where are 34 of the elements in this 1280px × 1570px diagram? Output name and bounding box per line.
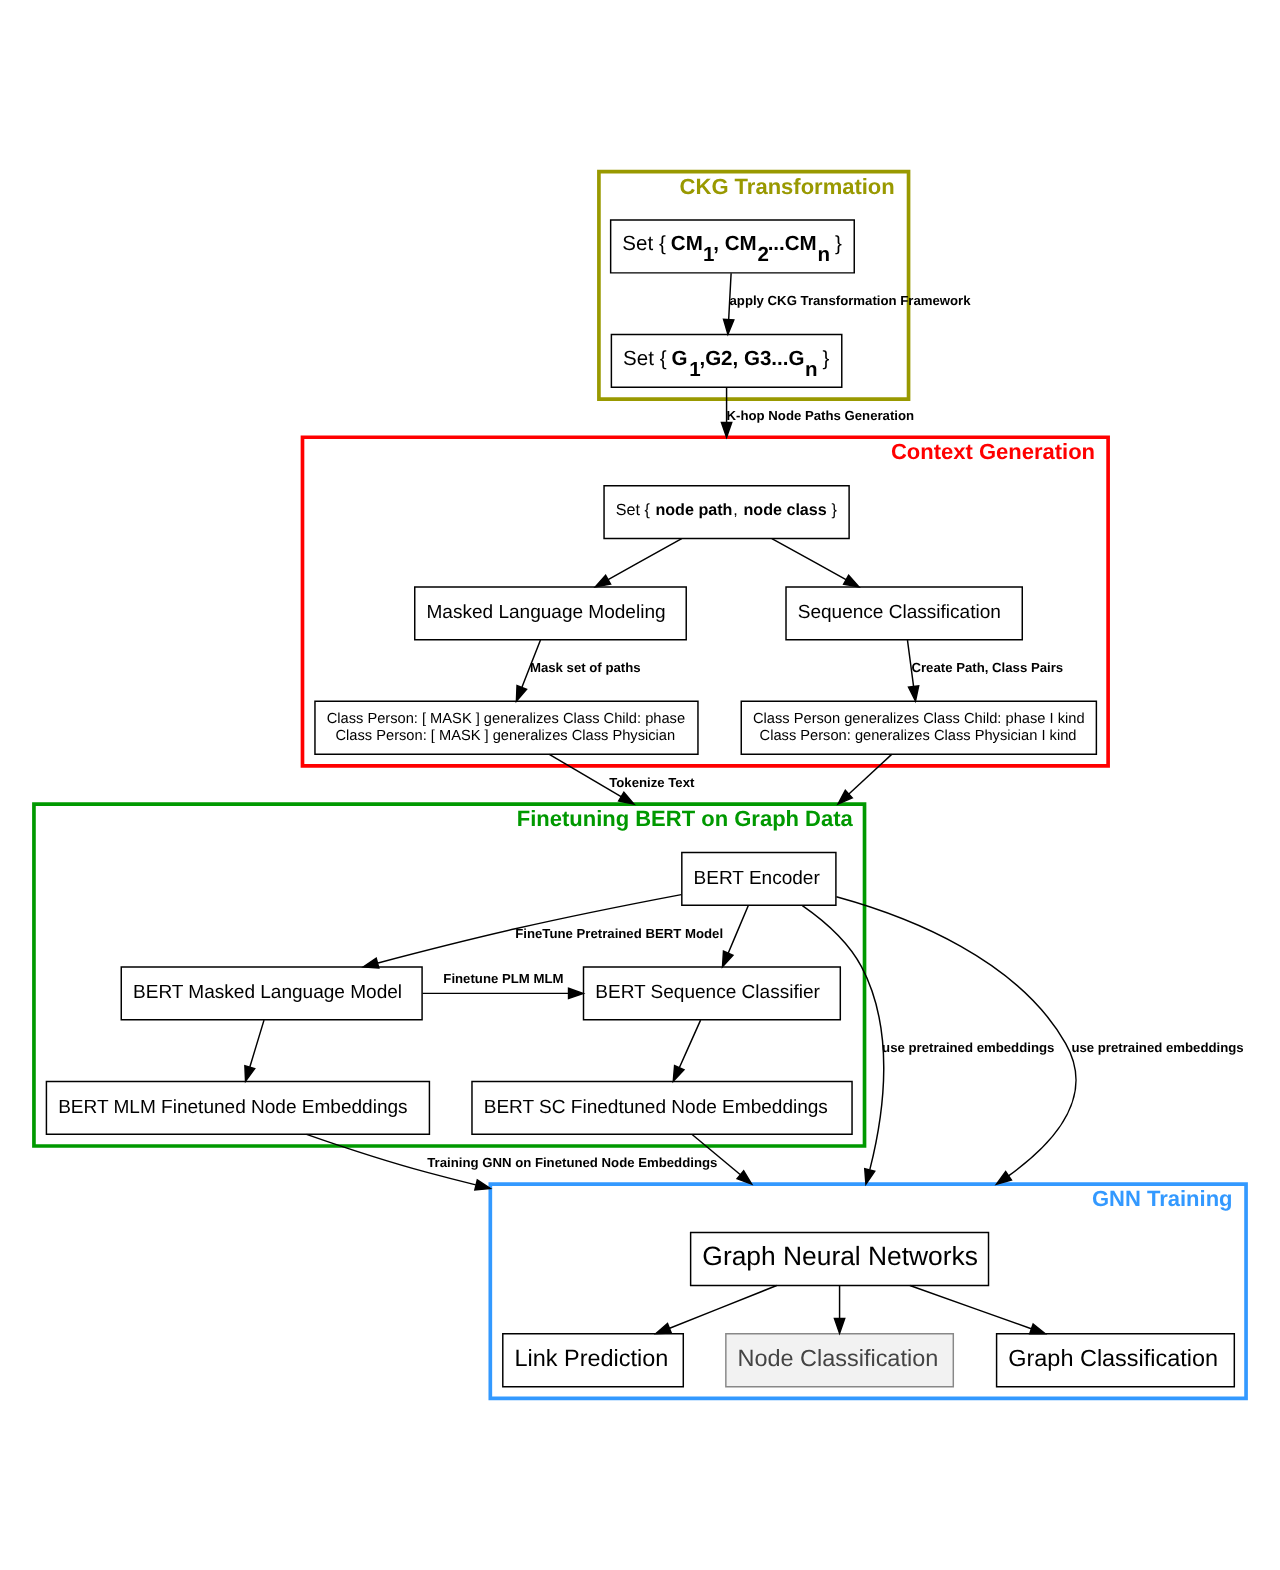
arrow [721, 904, 749, 969]
arrow [548, 753, 636, 806]
node-box: Set { node path, node class } [603, 484, 850, 540]
node-box: Graph Neural Networks [689, 1231, 990, 1287]
node-box: BERT SC Finedtuned Node Embeddings [471, 1080, 853, 1135]
arrow [720, 386, 733, 440]
arrow [515, 639, 542, 704]
arrow [421, 987, 586, 1000]
arrow [906, 639, 920, 704]
node-box: BERT Encoder [681, 851, 837, 907]
arrow [722, 272, 735, 337]
arrow [835, 896, 1077, 1186]
node-box: Graph Classification [995, 1333, 1236, 1388]
arrow [691, 1133, 754, 1186]
arrow [771, 537, 861, 588]
arrow [801, 904, 885, 1187]
arrow [909, 1284, 1048, 1335]
arrow [593, 537, 683, 588]
arrow [653, 1284, 778, 1335]
arrow [244, 1019, 265, 1084]
arrow [836, 753, 893, 806]
node-box: Masked Language Modeling [414, 586, 687, 641]
node-box: BERT Masked Language Model [120, 966, 423, 1021]
node-box: BERT Sequence Classifier [582, 966, 842, 1021]
node-box: Sequence Classification [785, 586, 1023, 641]
node-box: Class Person: [ MASK ] generalizes Class Child: phase Class Person: [ MASK ] generalizes Class Physician [314, 700, 699, 755]
node-box: BERT MLM Finetuned Node Embeddings [45, 1080, 431, 1135]
arrow [361, 893, 682, 969]
node-box: Link Prediction [502, 1333, 685, 1388]
node-box: Node Classification [725, 1333, 955, 1388]
arrow [305, 1133, 493, 1191]
arrow [672, 1019, 702, 1084]
node-box: Class Person generalizes Class Child: phase I kind Class Person: generalizes Class Physician I kind [740, 700, 1098, 755]
arrow [833, 1285, 846, 1336]
